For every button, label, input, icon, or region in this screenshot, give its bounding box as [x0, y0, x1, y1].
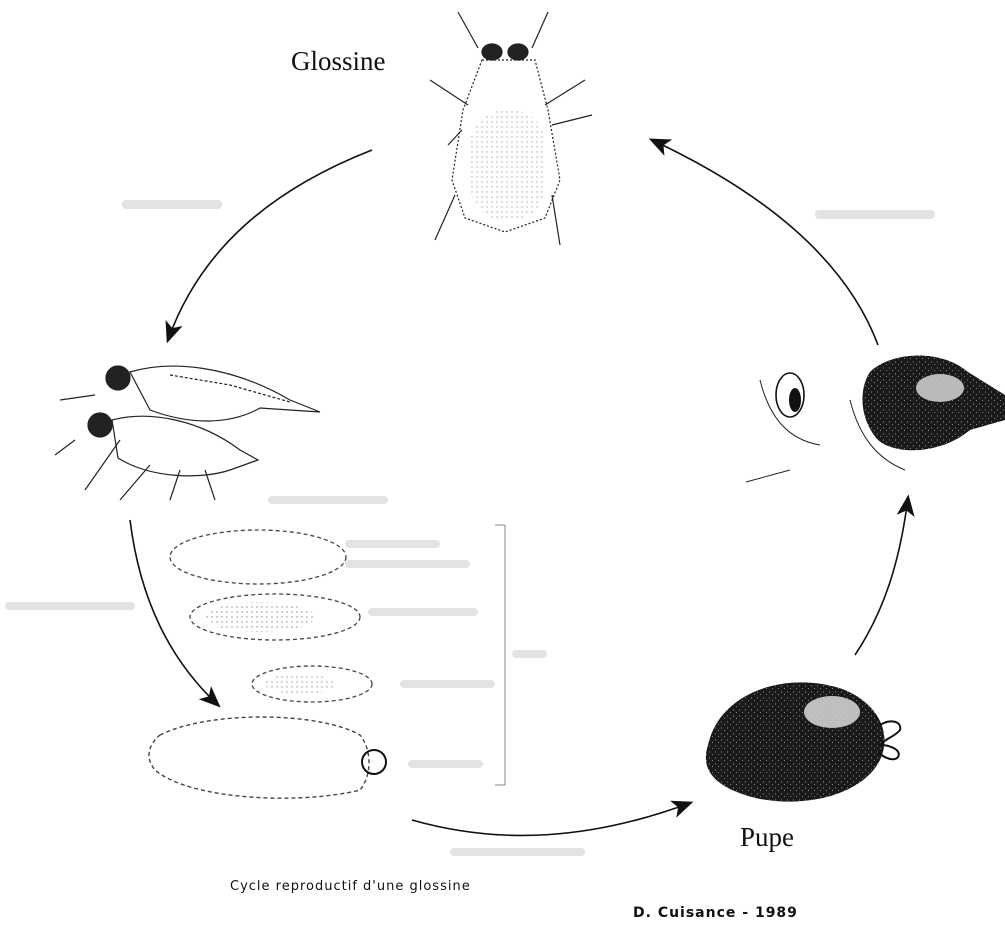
arrow-adult-to-mating [168, 150, 372, 340]
larva-stage-2-icon [252, 666, 372, 702]
arrow-larva-to-pupa [412, 803, 690, 835]
larva-stage-1-icon [190, 594, 360, 640]
emerging-fly-icon [746, 355, 1005, 482]
mating-flies-icon [55, 366, 320, 500]
glossine-label: Glossine [291, 46, 386, 76]
pupe-label: Pupe [740, 822, 794, 852]
arrow-mating-to-larva [130, 520, 218, 705]
tsetse-fly-icon [430, 12, 592, 245]
arrow-emergence-to-adult [652, 140, 878, 345]
credit: D. Cuisance - 1989 [633, 905, 798, 921]
egg-icon [170, 530, 346, 584]
caption: Cycle reproductif d'une glossine [230, 879, 471, 894]
pupa-icon [706, 682, 900, 801]
larva-icon [149, 717, 386, 798]
arrow-pupa-to-emergence [855, 498, 908, 655]
